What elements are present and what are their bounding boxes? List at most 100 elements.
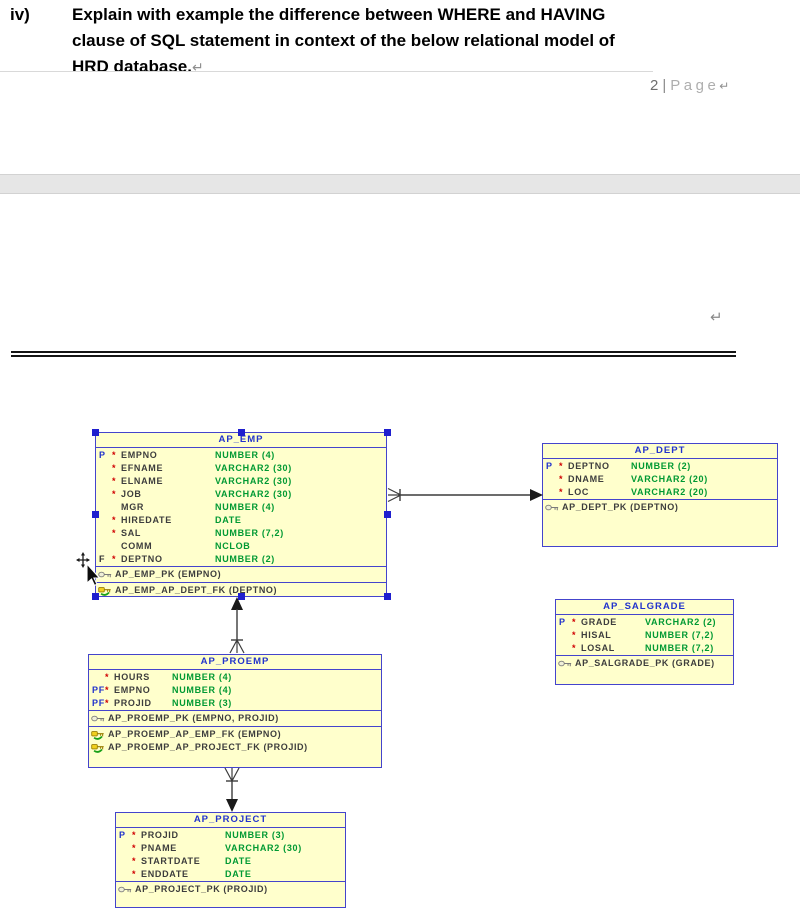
column-type: VARCHAR2 (30) bbox=[225, 843, 302, 853]
mandatory-star: * bbox=[112, 515, 117, 525]
mandatory-star bbox=[112, 540, 121, 553]
selection-handle[interactable] bbox=[384, 511, 391, 518]
column-type: VARCHAR2 (30) bbox=[215, 463, 292, 473]
key-icon bbox=[96, 570, 115, 579]
column-row: * HOURS NUMBER (4) bbox=[89, 671, 381, 684]
entity-title: AP_SALGRADE bbox=[556, 600, 733, 615]
entity-ap-proemp[interactable]: AP_PROEMP * HOURS NUMBER (4) PF * EMPNO … bbox=[88, 654, 382, 768]
key-icon bbox=[89, 714, 108, 723]
primary-key-row: AP_PROJECT_PK (PROJID) bbox=[116, 883, 345, 896]
key-label: AP_SALGRADE_PK (GRADE) bbox=[575, 658, 715, 668]
column-name: PROJID bbox=[141, 830, 179, 840]
mandatory-star: * bbox=[105, 672, 110, 682]
column-flag bbox=[96, 488, 112, 501]
column-row: * STARTDATE DATE bbox=[116, 855, 345, 868]
column-name: DEPTNO bbox=[568, 461, 610, 471]
move-cursor-icon bbox=[76, 552, 101, 587]
selection-handle[interactable] bbox=[384, 593, 391, 600]
column-name: MGR bbox=[121, 502, 145, 512]
column-flag: P bbox=[559, 617, 566, 627]
column-name: HIREDATE bbox=[121, 515, 172, 525]
key-label: AP_PROEMP_AP_EMP_FK (EMPNO) bbox=[108, 729, 282, 739]
column-flag bbox=[543, 473, 559, 486]
page-label: Page bbox=[670, 77, 720, 94]
column-type: NUMBER (2) bbox=[631, 461, 691, 471]
key-icon bbox=[543, 503, 562, 512]
selection-handle[interactable] bbox=[238, 593, 245, 600]
entity-title: AP_DEPT bbox=[543, 444, 777, 459]
entity-title: AP_PROEMP bbox=[89, 655, 381, 670]
column-type: VARCHAR2 (30) bbox=[215, 476, 292, 486]
column-type: NUMBER (7,2) bbox=[645, 630, 714, 640]
column-type: VARCHAR2 (20) bbox=[631, 474, 708, 484]
column-row: PF * PROJID NUMBER (3) bbox=[89, 697, 381, 710]
question-line-1: Explain with example the difference betw… bbox=[72, 5, 606, 24]
column-name: EMPNO bbox=[121, 450, 158, 460]
entity-ap-dept[interactable]: AP_DEPT P * DEPTNO NUMBER (2) * DNAME VA… bbox=[542, 443, 778, 547]
column-row: COMM NCLOB bbox=[96, 540, 386, 553]
column-row: * ELNAME VARCHAR2 (30) bbox=[96, 475, 386, 488]
column-type: NUMBER (4) bbox=[172, 685, 232, 695]
footer-separator: | bbox=[662, 77, 667, 94]
mandatory-star: * bbox=[132, 869, 137, 879]
column-flag: P bbox=[99, 450, 106, 460]
foreign-key-row: AP_PROEMP_AP_PROJECT_FK (PROJID) bbox=[89, 741, 381, 754]
entity-ap-project[interactable]: AP_PROJECT P * PROJID NUMBER (3) * PNAME… bbox=[115, 812, 346, 908]
column-row: P * GRADE VARCHAR2 (2) bbox=[556, 616, 733, 629]
mandatory-star: * bbox=[559, 461, 564, 471]
column-flag bbox=[116, 868, 132, 881]
mandatory-star: * bbox=[559, 474, 564, 484]
selection-handle[interactable] bbox=[238, 429, 245, 436]
mandatory-star: * bbox=[559, 487, 564, 497]
column-name: PROJID bbox=[114, 698, 152, 708]
primary-key-row: AP_PROEMP_PK (EMPNO, PROJID) bbox=[89, 712, 381, 725]
paragraph-mark-icon: ↵ bbox=[191, 59, 204, 75]
paragraph-mark-icon: ↵ bbox=[710, 309, 723, 326]
column-type: DATE bbox=[215, 515, 242, 525]
mandatory-star: * bbox=[572, 617, 577, 627]
column-flag bbox=[96, 462, 112, 475]
selection-handle[interactable] bbox=[92, 511, 99, 518]
key-icon bbox=[116, 885, 135, 894]
column-flag bbox=[116, 855, 132, 868]
column-type: VARCHAR2 (30) bbox=[215, 489, 292, 499]
column-type: VARCHAR2 (2) bbox=[645, 617, 717, 627]
column-type: NUMBER (7,2) bbox=[215, 528, 284, 538]
key-label: AP_PROEMP_AP_PROJECT_FK (PROJID) bbox=[108, 742, 308, 752]
column-name: STARTDATE bbox=[141, 856, 201, 866]
column-name: SAL bbox=[121, 528, 142, 538]
column-name: JOB bbox=[121, 489, 142, 499]
column-row: * DNAME VARCHAR2 (20) bbox=[543, 473, 777, 486]
key-label: AP_PROJECT_PK (PROJID) bbox=[135, 884, 268, 894]
entity-ap-salgrade[interactable]: AP_SALGRADE P * GRADE VARCHAR2 (2) * HIS… bbox=[555, 599, 734, 685]
key-label: AP_EMP_PK (EMPNO) bbox=[115, 569, 222, 579]
key-label: AP_EMP_AP_DEPT_FK (DEPTNO) bbox=[115, 585, 278, 595]
relationship-proemp-emp bbox=[229, 597, 245, 654]
mandatory-star: * bbox=[112, 489, 117, 499]
column-row: * LOC VARCHAR2 (20) bbox=[543, 486, 777, 499]
page-break-band bbox=[0, 174, 800, 194]
column-flag bbox=[556, 629, 572, 642]
selection-handle[interactable] bbox=[384, 429, 391, 436]
column-type: DATE bbox=[225, 856, 252, 866]
mandatory-star: * bbox=[132, 843, 137, 853]
primary-key-row: AP_EMP_PK (EMPNO) bbox=[96, 568, 386, 581]
column-name: EFNAME bbox=[121, 463, 164, 473]
mandatory-star: * bbox=[105, 698, 110, 708]
column-type: NUMBER (3) bbox=[172, 698, 232, 708]
column-flag bbox=[543, 486, 559, 499]
selection-handle[interactable] bbox=[92, 593, 99, 600]
column-row: * LOSAL NUMBER (7,2) bbox=[556, 642, 733, 655]
column-row: P * PROJID NUMBER (3) bbox=[116, 829, 345, 842]
foreign-key-icon bbox=[89, 743, 108, 753]
primary-key-row: AP_DEPT_PK (DEPTNO) bbox=[543, 501, 777, 514]
entity-ap-emp[interactable]: AP_EMP P * EMPNO NUMBER (4) * EFNAME VAR… bbox=[95, 432, 387, 597]
column-name: COMM bbox=[121, 541, 153, 551]
mandatory-star: * bbox=[132, 856, 137, 866]
foreign-key-icon bbox=[89, 730, 108, 740]
selection-handle[interactable] bbox=[92, 429, 99, 436]
column-flag: PF bbox=[92, 698, 105, 708]
column-row: * HISAL NUMBER (7,2) bbox=[556, 629, 733, 642]
column-row: PF * EMPNO NUMBER (4) bbox=[89, 684, 381, 697]
key-icon bbox=[556, 659, 575, 668]
